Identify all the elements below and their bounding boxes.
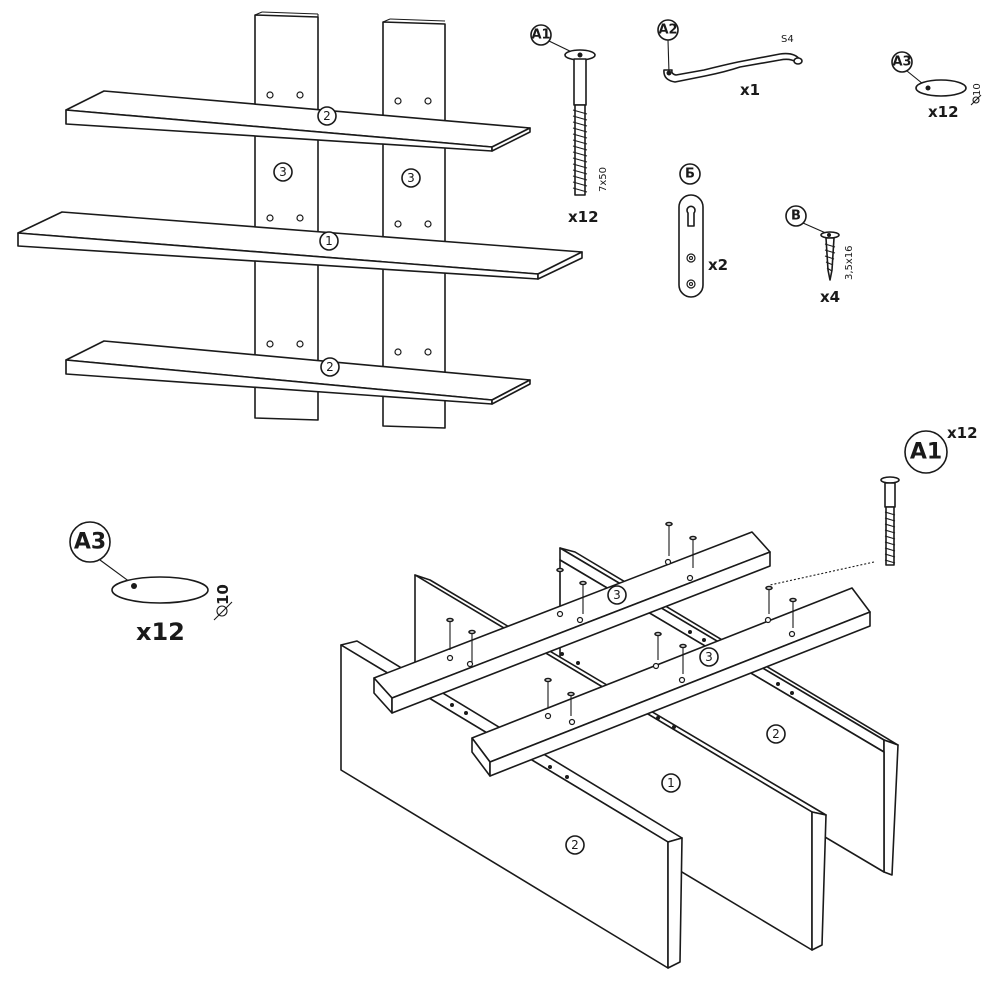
assembled-right-upright-label: 3: [401, 168, 421, 188]
svg-text:x4: x4: [820, 288, 840, 306]
svg-text:x12: x12: [928, 103, 959, 121]
assembled-left-upright-label: 3: [273, 162, 293, 182]
svg-text:3,5x16: 3,5x16: [844, 245, 855, 280]
svg-text:3: 3: [279, 165, 287, 179]
svg-text:x12: x12: [568, 208, 599, 226]
assembled-bottom-shelf: 2: [65, 340, 531, 405]
assembly-bolts: [446, 521, 797, 716]
assembled-upright-holes: [266, 91, 432, 356]
assembled-shelf-view: 3 3 2 1: [17, 11, 583, 429]
svg-text:7x50: 7x50: [598, 167, 609, 192]
svg-text:x12: x12: [136, 618, 185, 646]
svg-text:3: 3: [613, 588, 621, 602]
assembly-a3-callout: A3 10 x12: [69, 521, 233, 646]
part-b-bracket: Б x2: [678, 163, 728, 298]
part-a1-bolt: A1 7x50 x12: [530, 24, 609, 226]
assembled-top-shelf: 2: [65, 90, 531, 152]
svg-text:2: 2: [571, 838, 579, 852]
svg-text:2: 2: [323, 109, 331, 123]
svg-text:3: 3: [407, 171, 415, 185]
svg-text:A1: A1: [531, 28, 550, 43]
assembly-back-upright: 3: [373, 531, 771, 714]
svg-text:10: 10: [972, 83, 983, 96]
svg-text:3: 3: [705, 650, 713, 664]
svg-text:A2: A2: [658, 23, 677, 38]
assembly-edge-holes: [450, 630, 794, 779]
svg-text:A3: A3: [74, 530, 106, 555]
svg-text:2: 2: [326, 360, 334, 374]
a1-thread-lines: [572, 109, 588, 193]
assembly-bolt-heads: [446, 521, 797, 697]
assembled-middle-shelf: 1: [17, 211, 583, 280]
svg-text:S4: S4: [781, 34, 794, 45]
svg-text:2: 2: [772, 727, 780, 741]
part-v-screw: В 3,5x16 x4: [785, 205, 855, 306]
svg-text:1: 1: [667, 776, 675, 790]
svg-text:x2: x2: [708, 256, 728, 274]
part-a3-cap: A3 10 x12: [891, 51, 983, 121]
svg-text:Б: Б: [685, 167, 695, 182]
svg-text:x12: x12: [947, 424, 978, 442]
svg-text:В: В: [791, 209, 801, 224]
assembly-front-upright: 3: [471, 587, 871, 777]
svg-text:1: 1: [325, 234, 333, 248]
svg-text:x1: x1: [740, 81, 760, 99]
svg-text:10: 10: [214, 584, 232, 605]
svg-text:A3: A3: [892, 55, 911, 70]
part-a2-hex-key: A2 S4 x1: [657, 19, 803, 99]
svg-text:A1: A1: [910, 440, 942, 465]
assembly-a1-callout: A1 x12: [769, 424, 978, 586]
